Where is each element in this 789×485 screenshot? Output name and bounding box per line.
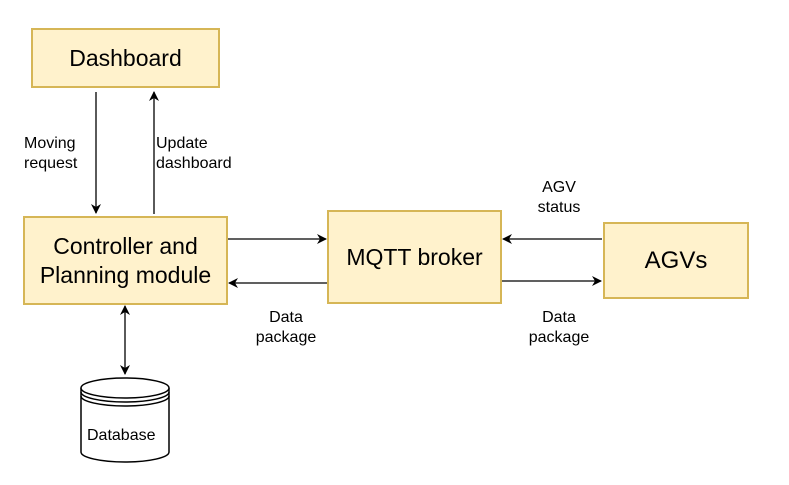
- agvs-label: AGVs: [644, 246, 708, 274]
- data-package-left-label: Data package: [255, 309, 317, 346]
- controller-label: Controller and Planning module: [39, 232, 212, 288]
- update-dashboard-label: Update dashboard: [156, 135, 232, 172]
- data-package-right-label: Data package: [528, 309, 590, 346]
- dashboard-label: Dashboard: [69, 44, 182, 71]
- mqtt-broker-label: MQTT broker: [346, 243, 483, 270]
- mqtt-broker-node: MQTT broker: [327, 210, 502, 304]
- agvs-node: AGVs: [603, 222, 749, 299]
- controller-node: Controller and Planning module: [23, 216, 228, 305]
- dashboard-node: Dashboard: [31, 28, 220, 88]
- database-cylinder-icon: [80, 377, 170, 463]
- database-label: Database: [87, 427, 156, 444]
- agv-status-label: AGV status: [537, 179, 581, 216]
- moving-request-label: Moving request: [24, 135, 78, 172]
